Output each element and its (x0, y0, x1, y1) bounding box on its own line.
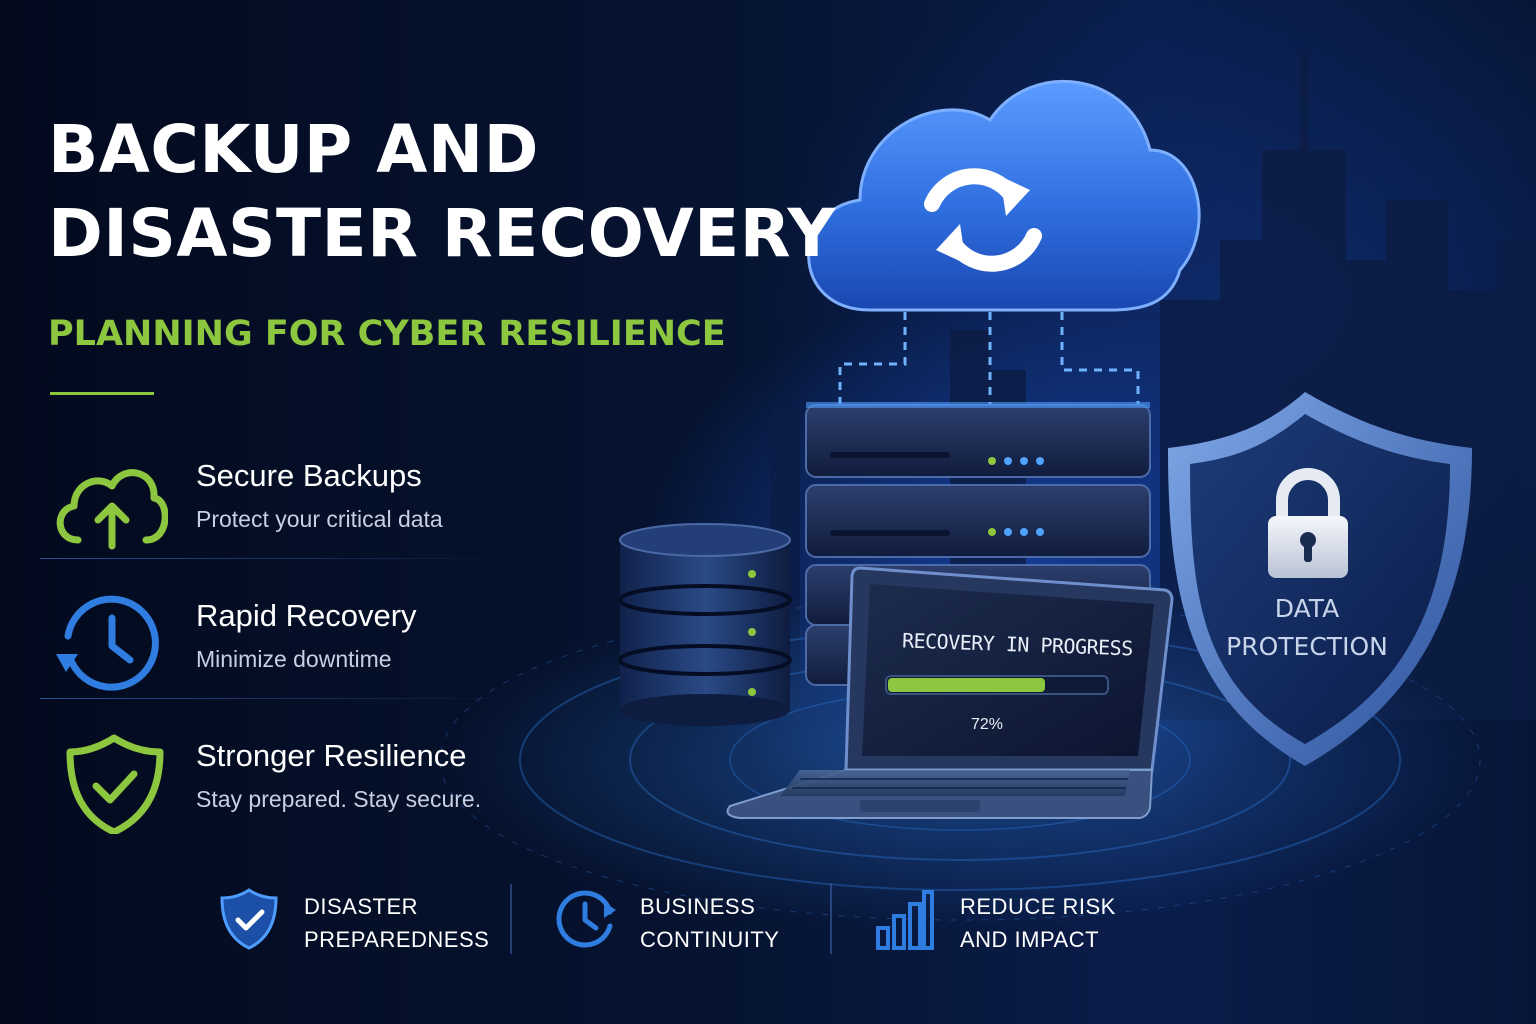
clock-icon (556, 890, 616, 948)
shield-label: DATA PROTECTION (1222, 590, 1392, 666)
bottom-item-line-2: CONTINUITY (640, 927, 780, 952)
bottom-item-line-2: AND IMPACT (960, 927, 1100, 952)
feature-divider (40, 698, 520, 699)
bottom-item-line-1: REDUCE RISK (960, 894, 1116, 919)
bottom-divider (830, 884, 832, 954)
shield-label-line-2: PROTECTION (1226, 632, 1388, 661)
database-illustration (618, 523, 792, 726)
progress-bar-fill (888, 678, 1045, 692)
shield-check-icon (220, 888, 278, 950)
cloud-sync-icon (807, 79, 1201, 312)
bottom-item-line-1: BUSINESS (640, 894, 756, 919)
feature-rapid-recovery: Rapid Recovery Minimize downtime (40, 586, 520, 706)
page-title: BACKUP AND DISASTER RECOVERY (48, 108, 836, 276)
feature-stronger-resilience: Stronger Resilience Stay prepared. Stay … (40, 726, 520, 846)
bottom-item-label: BUSINESS CONTINUITY (640, 890, 779, 956)
title-underline (50, 392, 154, 395)
shield-check-icon (66, 734, 164, 834)
page-subtitle: PLANNING FOR CYBER RESILIENCE (48, 314, 726, 354)
feature-subtitle: Minimize downtime (196, 646, 392, 672)
data-protection-shield (1168, 392, 1472, 766)
feature-subtitle: Stay prepared. Stay secure. (196, 786, 482, 812)
bottom-divider (510, 884, 512, 954)
cloud-upload-icon (56, 469, 168, 550)
lock-icon (1268, 468, 1348, 578)
feature-divider (40, 558, 520, 559)
bottom-item-label: DISASTER PREPAREDNESS (304, 890, 489, 956)
shield-label-line-1: DATA (1274, 594, 1340, 623)
bottom-item-line-1: DISASTER (304, 894, 419, 919)
feature-secure-backups: Secure Backups Protect your critical dat… (40, 446, 520, 566)
feature-title: Rapid Recovery (196, 598, 417, 633)
title-line-1: BACKUP AND (48, 111, 539, 188)
feature-subtitle: Protect your critical data (196, 506, 443, 532)
laptop-illustration (726, 566, 1174, 819)
clock-history-icon (56, 595, 159, 691)
progress-percent: 72% (970, 716, 1004, 733)
feature-title: Stronger Resilience (196, 738, 467, 773)
bar-chart-icon (876, 890, 934, 950)
title-line-2: DISASTER RECOVERY (48, 195, 836, 272)
bottom-item-line-2: PREPAREDNESS (304, 927, 490, 952)
feature-title: Secure Backups (196, 458, 422, 493)
bottom-item-label: REDUCE RISK AND IMPACT (960, 890, 1116, 956)
